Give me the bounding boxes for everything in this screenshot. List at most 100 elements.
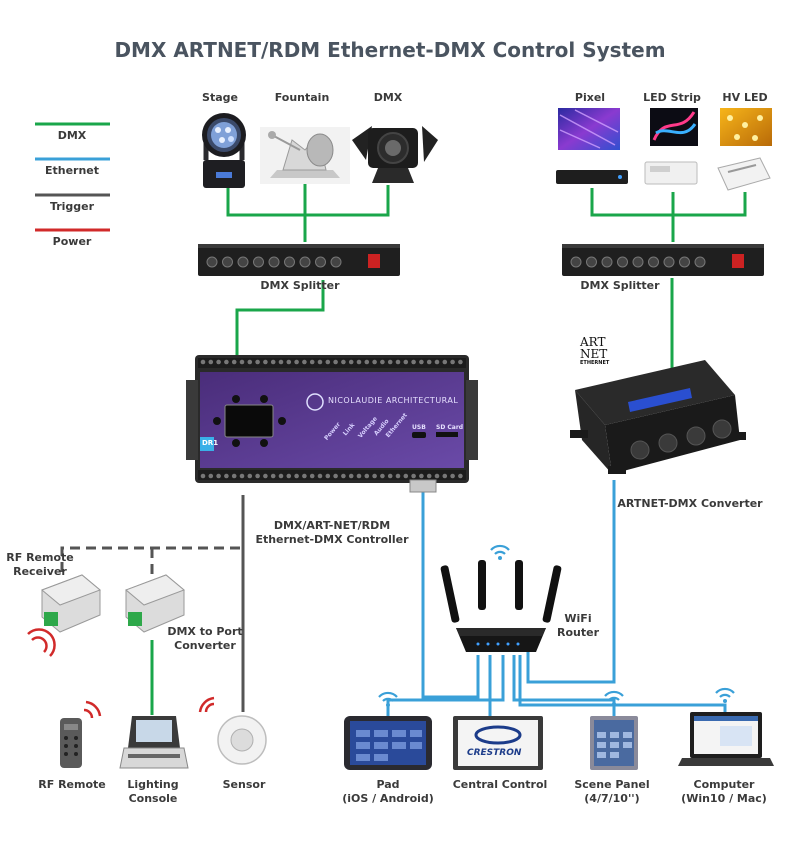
controller-sd-label: SD Card [436, 424, 464, 431]
terminal-screw [348, 359, 354, 365]
terminal-screw [458, 359, 463, 365]
splitter-port [570, 256, 582, 268]
label-central-control-line1: Central Control [452, 778, 548, 791]
splitter-port [679, 256, 690, 268]
label-hv-led: HV LED [722, 91, 768, 104]
splitter-port [632, 256, 644, 268]
terminal-screw [341, 473, 346, 479]
fountain-image [260, 127, 350, 184]
sensor-wave-icon [198, 696, 215, 713]
terminal-screw [263, 473, 268, 479]
terminal-screw [270, 359, 276, 365]
label-dmx: DMX [373, 91, 403, 104]
splitter-port [648, 256, 659, 268]
controller-label-line2: Ethernet-DMX Controller [255, 533, 409, 546]
terminal-screw [325, 359, 331, 365]
terminal-screw [442, 359, 448, 365]
terminal-screw [419, 473, 424, 479]
splitter-port [253, 256, 264, 268]
label-pad-line1: Pad [376, 778, 400, 791]
splitter-port [206, 256, 218, 268]
terminal-screw [247, 359, 253, 365]
dmx-splitter-right-image [562, 244, 764, 276]
terminal-screw [278, 473, 284, 479]
terminal-screw [387, 359, 393, 365]
wifi-icon [604, 690, 624, 697]
rf-remote-wave-icon [83, 700, 102, 719]
artnet-logo-line3: ETHERNET [580, 360, 610, 366]
wifi-icon [723, 699, 727, 703]
label-rf-remote: RF Remote [38, 778, 105, 792]
dmx-spotlight-image [352, 126, 438, 183]
splitter-port [601, 256, 613, 268]
terminal-screw [239, 359, 245, 365]
splitter-port [284, 256, 295, 268]
terminal-screw [325, 473, 331, 479]
controller-badge: DR1 [202, 439, 219, 447]
terminal-screw [317, 359, 323, 365]
terminal-screw [247, 473, 253, 479]
wifi-router-line1: WiFi [564, 612, 592, 625]
label-scene-panel-line2: (4/7/10'') [584, 792, 640, 805]
controller-label-line1: DMX/ART-NET/RDM [273, 519, 391, 532]
wifi-router-line2: Router [556, 626, 600, 639]
rf-remote-image [60, 718, 82, 768]
wifi-icon [719, 693, 731, 698]
terminal-screw [403, 359, 409, 365]
power-switch [732, 254, 744, 268]
label-central-control: Central Control [453, 778, 548, 792]
label-artnet-converter: ARTNET-DMX Converter [617, 497, 763, 510]
label-sensor: Sensor [223, 778, 266, 792]
wifi-icon [612, 702, 616, 706]
legend-power-label: Power [52, 235, 92, 248]
artnet-converter-image [570, 360, 746, 474]
terminal-screw [411, 359, 416, 365]
terminal-screw [231, 359, 237, 365]
terminal-screw [255, 473, 260, 479]
legend-lines [35, 122, 110, 232]
wifi-icon [498, 556, 502, 560]
laptop-image [678, 712, 774, 766]
terminal-screw [364, 473, 370, 479]
label-lighting-console-line1: Lighting [127, 778, 179, 791]
legend-dmx-label: DMX [57, 129, 87, 142]
diagram-title: DMX ARTNET/RDM Ethernet-DMX Control Syst… [114, 38, 666, 62]
terminal-screw [263, 359, 268, 365]
label-rf-receiver: RF Remote Receiver [6, 551, 73, 579]
terminal-screw [333, 359, 338, 365]
wifi-icon [382, 697, 394, 702]
power-switch [368, 254, 380, 268]
stage-light-image [202, 113, 246, 188]
splitter-port [586, 256, 597, 268]
label-fountain: Fountain [274, 91, 330, 104]
terminal-screw [426, 473, 432, 479]
splitter-port [617, 256, 628, 268]
rf-receiver-line1: RF Remote [6, 551, 74, 564]
ethernet-port [409, 479, 437, 493]
rf-receiver-line2: Receiver [13, 565, 67, 578]
led-strip-image [644, 108, 698, 185]
terminal-screw [419, 359, 424, 365]
splitter-port [315, 256, 326, 268]
router-image [440, 560, 562, 652]
port-converter-line2: Converter [174, 639, 236, 652]
terminal-screw [380, 359, 385, 365]
wifi-icon [608, 696, 620, 701]
terminal-screw [294, 359, 299, 365]
terminal-screw [411, 473, 416, 479]
terminal-screw [387, 473, 393, 479]
label-computer-line1: Computer [693, 778, 755, 791]
legend-trigger-label: Trigger [49, 200, 95, 213]
splitter-port [237, 256, 249, 268]
splitter-port [268, 256, 280, 268]
terminal-screw [224, 359, 229, 365]
port-converter-image [125, 574, 185, 633]
terminal-screw [450, 359, 455, 365]
artnet-logo-line2: NET [580, 347, 608, 361]
terminal-screw [208, 473, 214, 479]
port-converter-line1: DMX to Port [167, 625, 243, 638]
label-dmx-splitter-right: DMX Splitter [580, 279, 660, 292]
sensor-image [217, 715, 267, 765]
splitter-port [299, 256, 311, 268]
